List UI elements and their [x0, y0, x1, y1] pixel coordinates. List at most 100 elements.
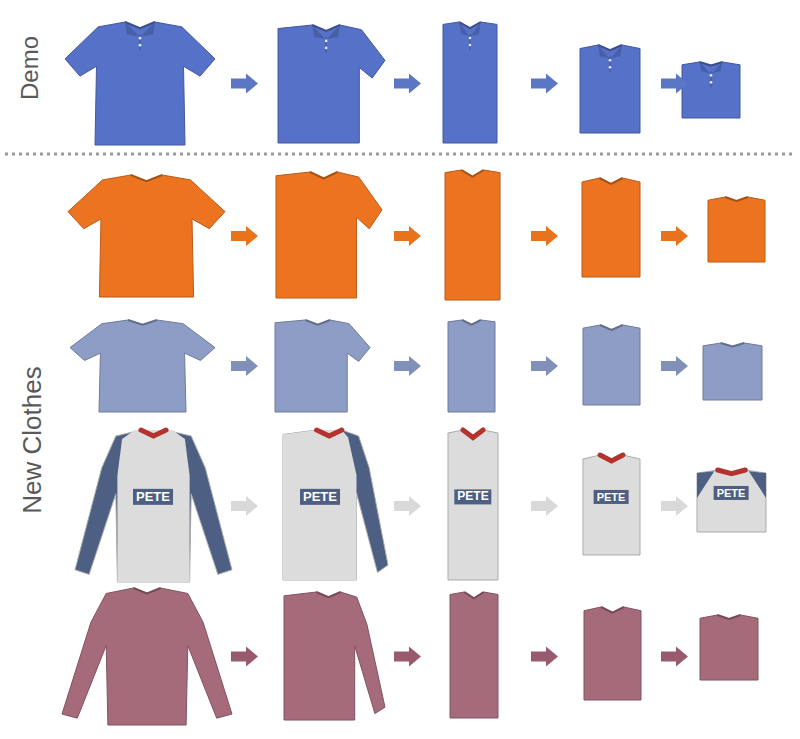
neckline [462, 320, 481, 325]
placket [469, 34, 471, 50]
garment [65, 22, 215, 145]
garment-shape [583, 325, 640, 405]
garment [580, 45, 640, 133]
garment [582, 178, 640, 277]
polo-collar [312, 25, 325, 39]
garment [682, 62, 740, 118]
button [469, 44, 472, 47]
garment-shape [68, 175, 225, 297]
garment [448, 320, 495, 412]
garment [583, 455, 640, 555]
folded-sleeve [697, 471, 714, 498]
garment [75, 430, 232, 582]
button [469, 37, 472, 40]
step-arrow [231, 647, 258, 667]
neckline [699, 62, 722, 65]
button [139, 37, 142, 40]
garment [697, 470, 766, 532]
garment [584, 607, 641, 700]
polo-collar [471, 22, 481, 36]
button [325, 40, 328, 43]
step-arrow [531, 74, 558, 94]
garment-row [68, 170, 765, 300]
garment-shape [450, 592, 498, 718]
garment-shape [582, 178, 640, 277]
button [710, 81, 713, 84]
garment [68, 175, 225, 297]
shirt-print: PETE [714, 486, 749, 500]
garment-shape [65, 22, 215, 145]
step-arrow [531, 647, 558, 667]
step-arrow [531, 496, 558, 516]
garment-row [75, 430, 766, 582]
button [325, 47, 328, 50]
step-arrow [394, 647, 421, 667]
garment-shape [62, 588, 232, 725]
garment [70, 320, 215, 412]
collar-band [141, 430, 166, 436]
garment [450, 592, 498, 718]
polo-collar [598, 45, 609, 58]
garment-shape [708, 197, 765, 262]
button [139, 44, 142, 47]
garment [276, 172, 382, 298]
collar-band [317, 430, 342, 436]
step-arrow [531, 356, 558, 376]
step-arrow [394, 496, 421, 516]
garment [278, 25, 385, 143]
garment [62, 588, 232, 725]
step-arrow [231, 226, 258, 246]
neckline [601, 607, 624, 613]
neckline [462, 170, 484, 177]
garment-shape [697, 470, 766, 532]
polo-collar [699, 62, 710, 73]
garment [445, 170, 500, 300]
garment-row [65, 22, 740, 145]
shirt-print: PETE [454, 489, 491, 504]
garment [708, 197, 765, 262]
garment-shape [70, 320, 215, 412]
step-arrow [661, 226, 688, 246]
step-arrow [394, 356, 421, 376]
collar-band [718, 470, 746, 474]
folded-sleeve [749, 471, 766, 498]
garment [700, 615, 758, 680]
shirt-print: PETE [133, 489, 173, 505]
garment-shape [276, 172, 382, 298]
polo-collar [327, 25, 340, 39]
step-arrow [231, 356, 258, 376]
garment [283, 430, 388, 580]
garment-shape [278, 25, 385, 143]
neckline [464, 592, 483, 598]
step-arrow [394, 74, 421, 94]
garment [443, 22, 497, 143]
garment-shape [448, 320, 495, 412]
garment-shape [445, 170, 500, 300]
neckline [131, 175, 162, 181]
garment [583, 325, 640, 405]
garment-shape [275, 320, 370, 412]
garment-row [62, 588, 758, 725]
polo-collar [141, 22, 155, 36]
step-arrow [661, 496, 688, 516]
neckline [316, 592, 340, 597]
garment-shape [700, 615, 758, 680]
garment-shape [283, 430, 388, 580]
step-arrow [661, 74, 688, 94]
garment-shape [284, 592, 385, 720]
garment-body [117, 430, 189, 582]
neckline [717, 615, 740, 619]
garment-shape [75, 430, 232, 582]
placket [609, 56, 611, 72]
step-arrow [231, 74, 258, 94]
placket [710, 71, 712, 87]
step-arrow [661, 356, 688, 376]
button [609, 66, 612, 69]
garment-body [283, 430, 357, 580]
dotted-divider [5, 153, 795, 156]
polo-collar [459, 22, 469, 36]
polo-collar [611, 45, 622, 58]
step-arrow [394, 226, 421, 246]
garment [448, 430, 498, 580]
